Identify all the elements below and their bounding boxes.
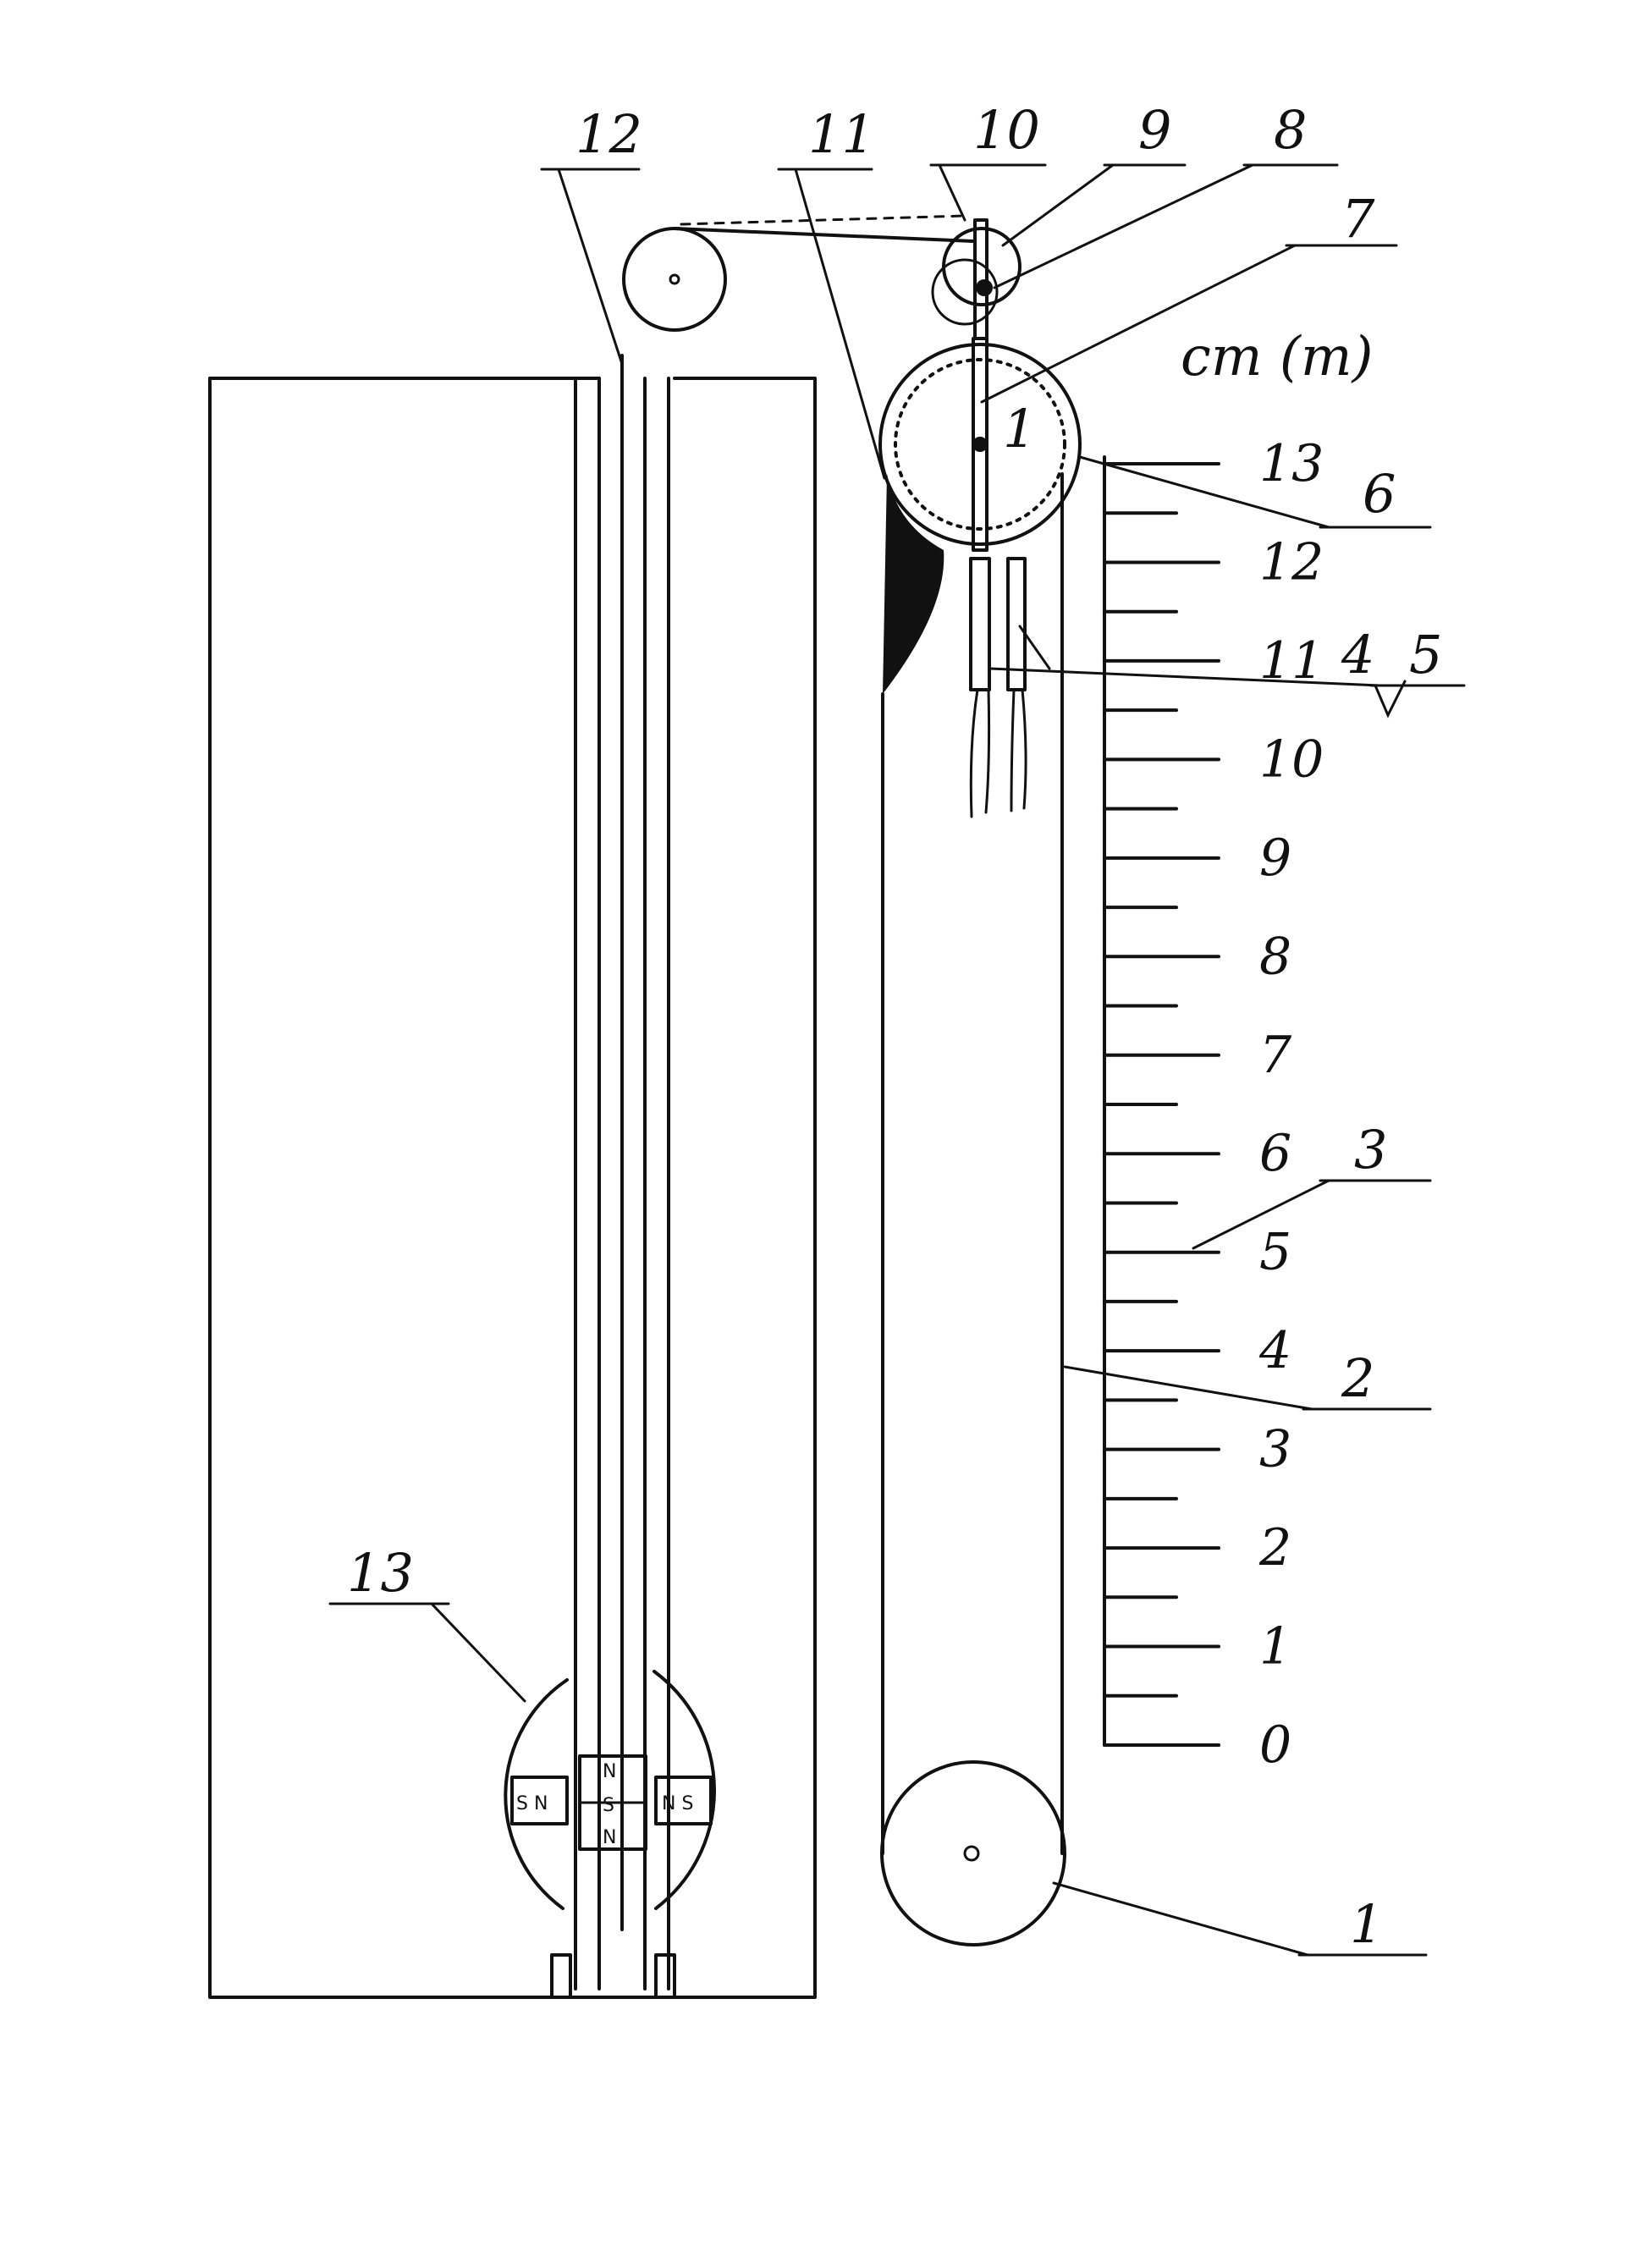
scale-tick-label: 8 [1259,927,1291,986]
belt-unit [880,472,1066,1946]
scale-tick-label: 4 [1258,1321,1291,1380]
magnet-right-label: N S [662,1793,693,1814]
magnet-center-bottom-label: N [603,1827,616,1848]
upper-pulleys [931,218,1021,340]
callout-10: 10 [973,99,1040,161]
scale-tick-label: 6 [1259,1124,1291,1183]
left-top-pulley [622,227,727,332]
magnet-assembly [504,1670,717,1910]
callout-1: 1 [1350,1893,1383,1955]
scale-tick-label: 3 [1259,1420,1291,1479]
callout-7: 7 [1341,188,1375,250]
scale-tick-label: 9 [1259,829,1291,888]
string-line [673,227,975,243]
callout-13: 13 [347,1542,414,1604]
leader-lines [328,163,1466,1957]
callout-3: 3 [1354,1119,1387,1181]
scale-bar [1103,455,1220,1747]
sensor-probes [969,557,1027,818]
magnet-center-mid-label: S [603,1795,614,1816]
scale-tick-label: 7 [1259,1026,1292,1085]
callout-12: 12 [575,103,642,165]
scale-tick-label: 13 [1259,434,1324,493]
scale-tick-label: 12 [1259,532,1324,592]
callout-8: 8 [1274,99,1307,161]
scale-tick-label: 2 [1258,1518,1291,1578]
dial-number: 1 [1003,398,1036,460]
unit-label: cm (m) [1181,326,1374,388]
scale-ticks [1103,462,1220,1747]
scale-tick-label: 5 [1259,1223,1291,1282]
callout-9: 9 [1138,99,1171,161]
callout-4: 4 [1341,624,1374,686]
dial-gauge [878,337,1082,552]
scale-tick-label: 0 [1259,1715,1291,1775]
dashed-string [680,214,966,226]
callout-6: 6 [1363,463,1396,525]
callout-2: 2 [1341,1347,1374,1409]
magnet-center-top-label: N [603,1761,616,1782]
scale-tick-label: 1 [1259,1617,1291,1677]
left-housing [208,354,817,1999]
callout-11: 11 [808,103,875,165]
magnet-left-label: S N [516,1793,548,1814]
scale-tick-label: 10 [1259,730,1324,789]
callout-5: 5 [1409,624,1442,686]
